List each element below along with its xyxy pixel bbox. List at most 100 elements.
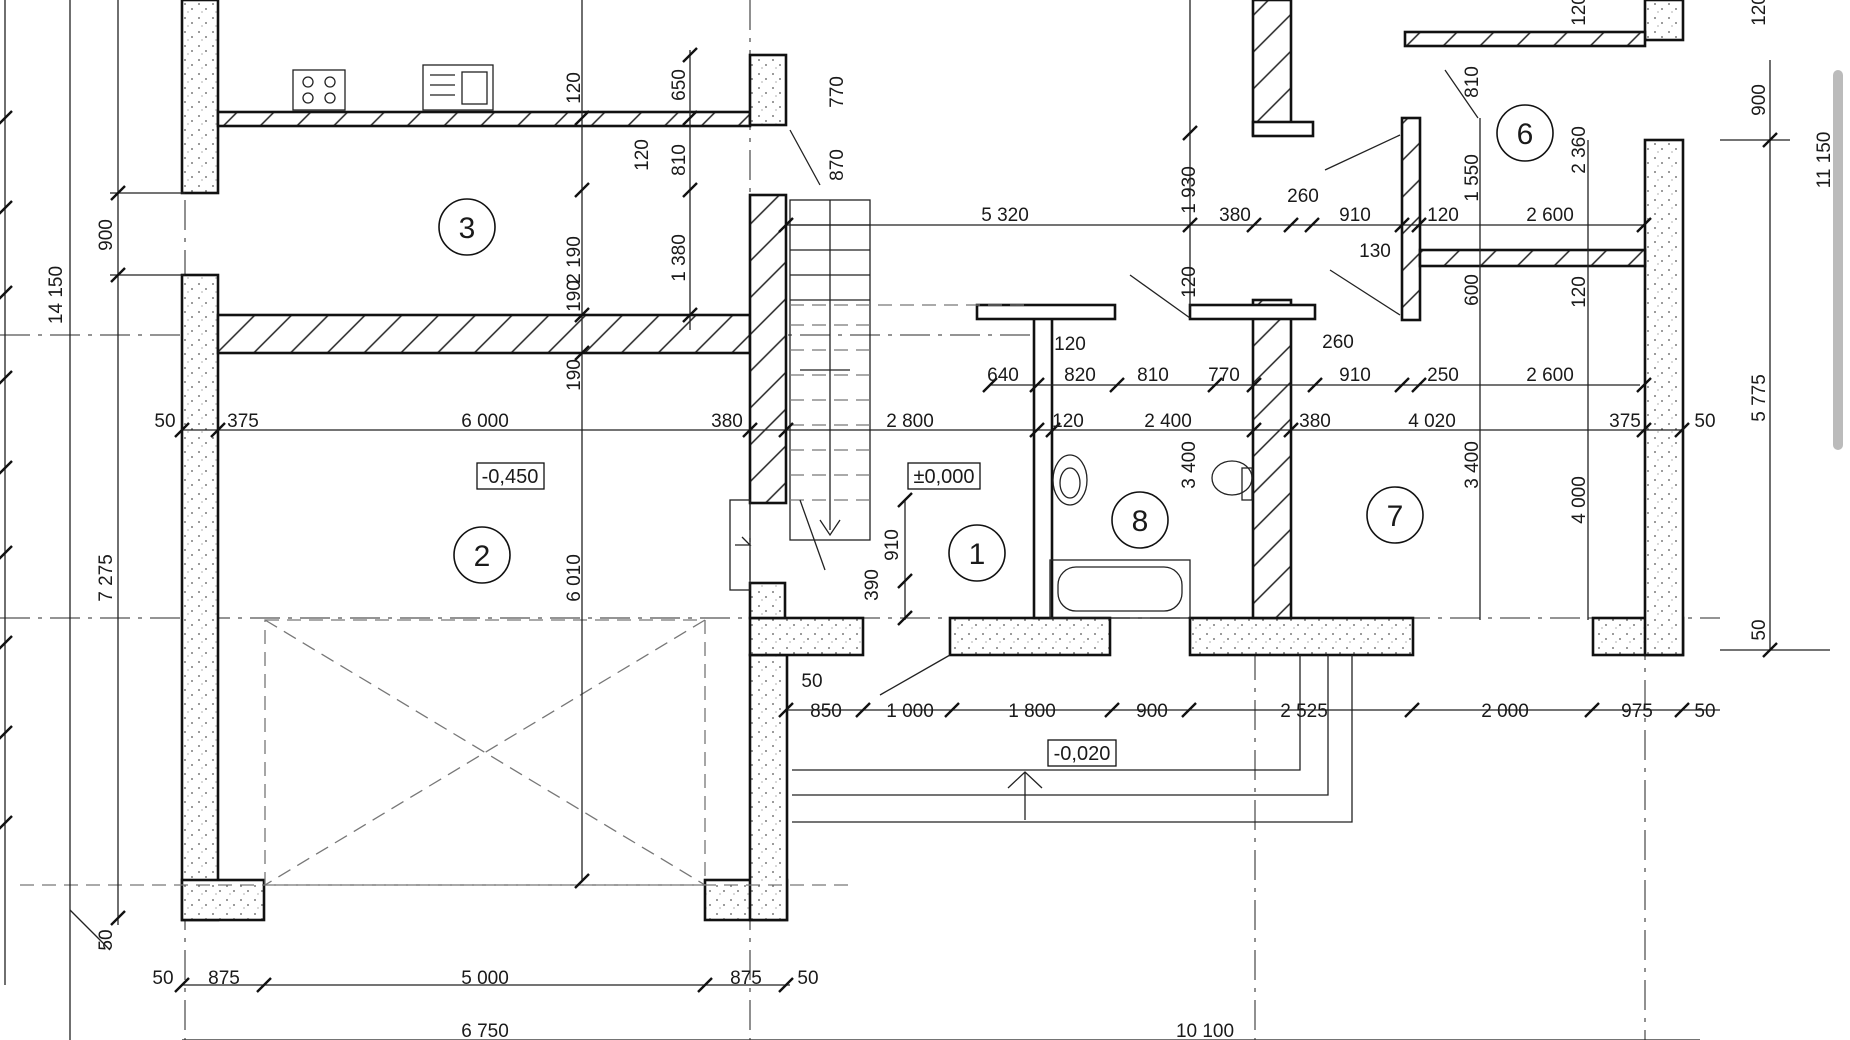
dim-14150: 14 150	[46, 266, 67, 324]
dim-190b: 190	[564, 359, 585, 391]
dim-2600c: 2 600	[1526, 205, 1574, 226]
dimension-ticks	[0, 47, 1778, 993]
dim-650: 650	[669, 69, 690, 101]
dim-50a: 50	[154, 411, 175, 432]
dim-120h: 120	[1179, 266, 1200, 298]
leader-lines	[69, 69, 1479, 951]
staircase	[729, 199, 1030, 591]
dim-390: 390	[862, 569, 883, 601]
dim-120top2: 120	[1749, 0, 1770, 26]
dim-50e: 50	[152, 968, 173, 989]
dim-120i: 120	[1569, 276, 1590, 308]
dim-120f: 120	[564, 72, 585, 104]
dim-770: 770	[827, 76, 848, 108]
outer-walls	[180, 0, 1685, 922]
stove-icon	[292, 69, 346, 111]
viewer-scrollbar[interactable]	[1833, 70, 1843, 450]
dim-810c: 810	[1462, 66, 1483, 98]
room-number-8: 8	[1132, 505, 1149, 538]
dim-2000: 2 000	[1481, 701, 1529, 722]
dimension-labels-horizontal: 50 375 6 000 380 2 800 120 2 400 380 4 0…	[152, 186, 1715, 1040]
dim-975: 975	[1621, 701, 1653, 722]
dim-2525: 2 525	[1280, 701, 1328, 722]
dim-375b: 375	[1609, 411, 1641, 432]
dim-120a: 120	[1052, 411, 1084, 432]
dim-260b: 260	[1322, 332, 1354, 353]
dim-50-left: 50	[96, 929, 117, 950]
dim-380a: 380	[711, 411, 743, 432]
dim-875a: 875	[208, 968, 240, 989]
dim-820: 820	[1064, 365, 1096, 386]
dim-2600b: 2 600	[1526, 365, 1574, 386]
dim-810b: 810	[1137, 365, 1169, 386]
dim-640: 640	[987, 365, 1019, 386]
room-number-7: 7	[1387, 500, 1404, 533]
level-main: ±0,000	[913, 466, 974, 488]
dim-6750: 6 750	[461, 1021, 509, 1040]
dim-5775: 5 775	[1749, 374, 1770, 422]
dimension-lines	[4, 0, 1830, 1040]
dim-50r: 50	[1749, 619, 1770, 640]
partition-walls	[216, 0, 1647, 620]
dim-600: 600	[1462, 274, 1483, 306]
dim-120top: 120	[1569, 0, 1590, 26]
dim-910b: 910	[1339, 365, 1371, 386]
dim-1550: 1 550	[1462, 154, 1483, 202]
dim-3400b: 3 400	[1462, 441, 1483, 489]
garage-door-outline	[20, 619, 850, 886]
fixtures	[292, 64, 1253, 619]
room-marker-8: 8	[1111, 491, 1169, 549]
level-garage: -0,450	[482, 466, 539, 488]
room-markers: 3 2 1 8 7 6	[438, 104, 1554, 584]
dim-770b: 770	[1208, 365, 1240, 386]
bathtub-icon	[1049, 559, 1191, 619]
dim-900r: 900	[1749, 84, 1770, 116]
dimension-labels-vertical: 14 150 900 7 275 50 120 2 190 190 190 6 …	[46, 0, 1835, 951]
room-number-1: 1	[969, 538, 986, 571]
dim-250: 250	[1427, 365, 1459, 386]
room-number-2: 2	[474, 540, 491, 573]
dim-1930: 1 930	[1179, 166, 1200, 214]
dim-5320: 5 320	[981, 205, 1029, 226]
toilet-icon	[1211, 460, 1253, 496]
dim-1800: 1 800	[1008, 701, 1056, 722]
dim-6010: 6 010	[564, 554, 585, 602]
dim-2800: 2 800	[886, 411, 934, 432]
dim-120b: 120	[1054, 334, 1086, 355]
room-number-3: 3	[459, 212, 476, 245]
dim-850: 850	[810, 701, 842, 722]
dim-11150: 11 150	[1814, 132, 1835, 189]
dim-3400a: 3 400	[1179, 441, 1200, 489]
dim-190a: 190	[564, 280, 585, 312]
dim-120c: 120	[1427, 205, 1459, 226]
dim-6000: 6 000	[461, 411, 509, 432]
dim-375a: 375	[227, 411, 259, 432]
dim-870: 870	[827, 149, 848, 181]
dim-2190: 2 190	[564, 236, 585, 284]
dim-810: 810	[669, 144, 690, 176]
dim-50f: 50	[797, 968, 818, 989]
terrace-steps	[792, 655, 1353, 823]
dim-4000: 4 000	[1569, 476, 1590, 524]
dim-260a: 260	[1287, 186, 1319, 207]
dim-2360: 2 360	[1569, 126, 1590, 174]
kitchen-sink-icon	[422, 64, 494, 111]
dim-50b: 50	[1694, 411, 1715, 432]
room-marker-7: 7	[1366, 486, 1424, 544]
room-marker-1: 1	[948, 524, 1006, 582]
dim-130: 130	[1359, 241, 1391, 262]
washbasin-icon	[1052, 454, 1088, 506]
room-marker-3: 3	[438, 198, 496, 256]
dim-7275: 7 275	[96, 554, 117, 602]
room-marker-2: 2	[453, 526, 511, 584]
dim-120g: 120	[632, 139, 653, 171]
level-marks: -0,450 ±0,000 -0,020	[476, 462, 1117, 767]
dim-5000: 5 000	[461, 968, 509, 989]
room-marker-6: 6	[1496, 104, 1554, 162]
dim-10100: 10 100	[1176, 1021, 1234, 1040]
dim-900-left: 900	[96, 219, 117, 251]
room-number-6: 6	[1517, 118, 1534, 151]
dim-910c: 910	[1339, 205, 1371, 226]
dim-910v: 910	[882, 529, 903, 561]
dim-50c: 50	[801, 671, 822, 692]
